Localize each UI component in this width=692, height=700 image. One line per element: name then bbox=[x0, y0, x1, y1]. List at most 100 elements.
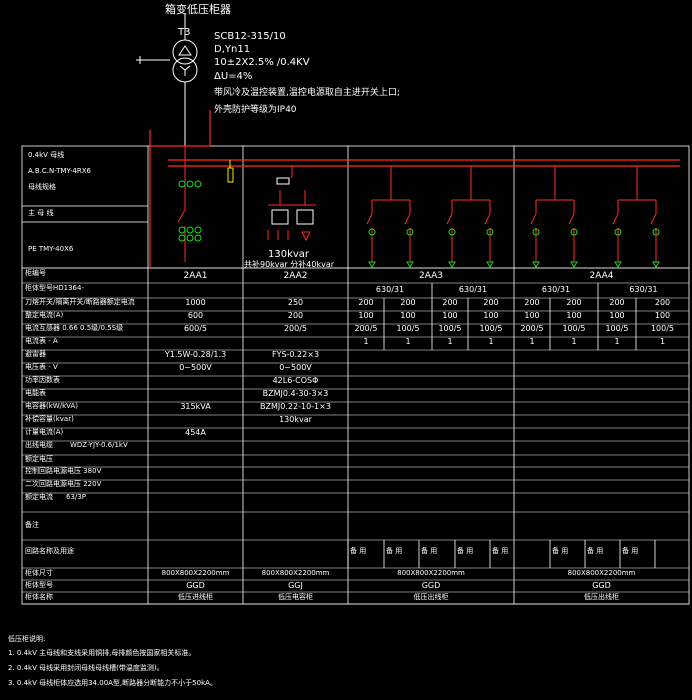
capacitor-spec: BZMJ0.4-30-3×3 bbox=[262, 389, 329, 398]
pf-meter: 42L6-COSΦ bbox=[272, 376, 319, 385]
rating: 630/31 bbox=[629, 285, 658, 294]
cabinet-id: 2AA1 bbox=[183, 271, 208, 281]
row-label: 功率因数表 bbox=[25, 376, 60, 384]
spare-label: 备 用 bbox=[421, 547, 438, 555]
transformer-model: SCB12-315/10 bbox=[214, 31, 286, 42]
ct-ratio: 200/5 bbox=[283, 324, 308, 333]
footnote-2: 2. 0.4kV 母线采用封闭母线母线槽(带温度监测)。 bbox=[8, 664, 164, 672]
transformer-ratio: 10±2X2.5% /0.4KV bbox=[214, 57, 310, 68]
voltmeter: 0~500V bbox=[179, 363, 212, 372]
busbar-spec-label: 母线规格 bbox=[28, 183, 56, 191]
rating: 630/31 bbox=[458, 285, 488, 294]
spare-label: 备 用 bbox=[552, 547, 569, 555]
feeder-branch bbox=[404, 200, 414, 268]
arrester-yellow bbox=[227, 160, 234, 183]
row-label: 避雷器 bbox=[25, 350, 46, 358]
busbar-voltage-label: 0.4kV 母线 bbox=[28, 151, 65, 159]
row-label: 柜体型号 bbox=[25, 581, 53, 589]
row-label: 电流表 - A bbox=[25, 337, 58, 345]
feeder-breaker: 200 bbox=[400, 298, 416, 307]
feeder-branch bbox=[612, 200, 622, 268]
comp-kvar: 130kvar bbox=[279, 415, 312, 424]
spare-label: 备 用 bbox=[350, 547, 367, 555]
row-label: 柜体名称 bbox=[25, 593, 53, 601]
pe-busbar-spec: PE TMY-40X6 bbox=[28, 245, 74, 253]
footnote-title: 低压柜说明: bbox=[8, 635, 46, 643]
feeder-riser bbox=[536, 166, 574, 201]
cabinet-dims: 800X800X2200mm bbox=[161, 569, 230, 577]
spare-label: 备 用 bbox=[386, 547, 403, 555]
table-border bbox=[21, 145, 690, 605]
row-label: 补偿容量(kvar) bbox=[25, 415, 74, 423]
transformer-kva: 315kVA bbox=[180, 402, 211, 411]
cabinet-id: 2AA4 bbox=[589, 271, 614, 281]
table-grid bbox=[21, 145, 690, 605]
cabinet-id: 2AA3 bbox=[418, 271, 444, 281]
feeder-set: 100 bbox=[524, 311, 540, 320]
incoming-ct bbox=[178, 180, 202, 242]
feeder-ammeter: 1 bbox=[363, 337, 369, 346]
row-label: 二次回路电源电压 220V bbox=[25, 480, 102, 488]
feeder-riser bbox=[618, 166, 656, 201]
spare-label: 备 用 bbox=[492, 547, 509, 555]
feeder-set: 100 bbox=[483, 311, 499, 320]
feeder-ct: 100/5 bbox=[650, 324, 675, 333]
feeder-ammeter: 1 bbox=[529, 337, 535, 346]
feeder-ct: 100/5 bbox=[605, 324, 629, 333]
arrester: Y1.5W-0.28/1.3 bbox=[164, 350, 227, 359]
feeder-branch bbox=[568, 200, 578, 268]
feeder-set: 100 bbox=[609, 311, 625, 320]
row-label: 额定电压 bbox=[25, 455, 53, 463]
cabinet-model: GGJ bbox=[288, 581, 303, 590]
cabinet-model: GGD bbox=[421, 581, 441, 590]
row-label: 柜编号 bbox=[25, 269, 46, 277]
row-label: 柜体型号HD1364- bbox=[25, 284, 84, 292]
cabinet-name: 低压出线柜 bbox=[413, 593, 449, 601]
feeder-ammeter: 1 bbox=[405, 337, 411, 346]
feeder-breaker: 200 bbox=[358, 298, 374, 307]
cable-spec: WDZ-YJY-0.6/1kV bbox=[70, 441, 128, 449]
feeder-riser bbox=[372, 166, 410, 201]
feeder-set: 100 bbox=[566, 311, 582, 320]
feeder-breaker: 200 bbox=[483, 298, 499, 307]
row-label: 电流互感器 0.66 0.5级/0.5S级 bbox=[25, 324, 124, 332]
set-current: 600 bbox=[187, 311, 204, 320]
transformer-impedance: ΔU=4% bbox=[214, 71, 253, 82]
incoming-breaker bbox=[177, 146, 186, 262]
feeder-circuits bbox=[366, 166, 660, 268]
feeder-riser bbox=[452, 166, 490, 201]
transformer-title: 箱变低压柜器 bbox=[165, 3, 231, 16]
busbar bbox=[149, 110, 680, 268]
feeder-set: 100 bbox=[358, 311, 374, 320]
transformer-connection: D,Yn11 bbox=[214, 44, 251, 55]
capacitor-kvar: 130kvar bbox=[268, 249, 310, 260]
feeder-ammeter: 1 bbox=[659, 337, 666, 346]
feeder-ct: 200/5 bbox=[520, 324, 544, 333]
feeder-ct: 100/5 bbox=[396, 324, 420, 333]
spare-label: 备 用 bbox=[622, 547, 639, 555]
rating: 630/31 bbox=[541, 285, 571, 294]
feeder-ammeter: 1 bbox=[447, 337, 453, 346]
feeder-branch bbox=[484, 200, 494, 268]
row-label: 刀熔开关/隔离开关/断路器额定电流 bbox=[25, 298, 135, 306]
row-label: 控制回路电源电压 380V bbox=[25, 467, 102, 475]
footnote-1: 1. 0.4kV 主母线和支线采用铜排,母排颜色按国家相关标准。 bbox=[8, 649, 196, 657]
cabinet-name: 低压进线柜 bbox=[178, 593, 213, 601]
cabinet-name: 低压电容柜 bbox=[278, 593, 313, 601]
transformer-note-1: 带风冷及温控装置,温控电源取自主进开关上口; bbox=[214, 88, 400, 98]
cabinet-dims: 800X800X2200mm bbox=[567, 569, 636, 577]
cabinet-model: GGD bbox=[592, 581, 611, 590]
cabinet-name: 低压出线柜 bbox=[584, 593, 619, 601]
breaker-current: 1000 bbox=[185, 298, 206, 307]
feeder-branch bbox=[366, 200, 376, 268]
feeder-ct: 200/5 bbox=[354, 324, 378, 333]
feeder-ammeter: 1 bbox=[571, 337, 577, 346]
feeder-ammeter: 1 bbox=[614, 337, 620, 346]
row-label: 回路名称及用途 bbox=[25, 547, 74, 555]
feeder-set: 100 bbox=[654, 311, 671, 320]
transformer-note-2: 外壳防护等级为IP40 bbox=[214, 105, 297, 115]
feeder-branch bbox=[530, 200, 540, 268]
capacitor-spec: BZMJ0.22-10-1×3 bbox=[260, 402, 331, 411]
feeder-set: 100 bbox=[400, 311, 416, 320]
row-label: 电压表 - V bbox=[25, 363, 58, 371]
